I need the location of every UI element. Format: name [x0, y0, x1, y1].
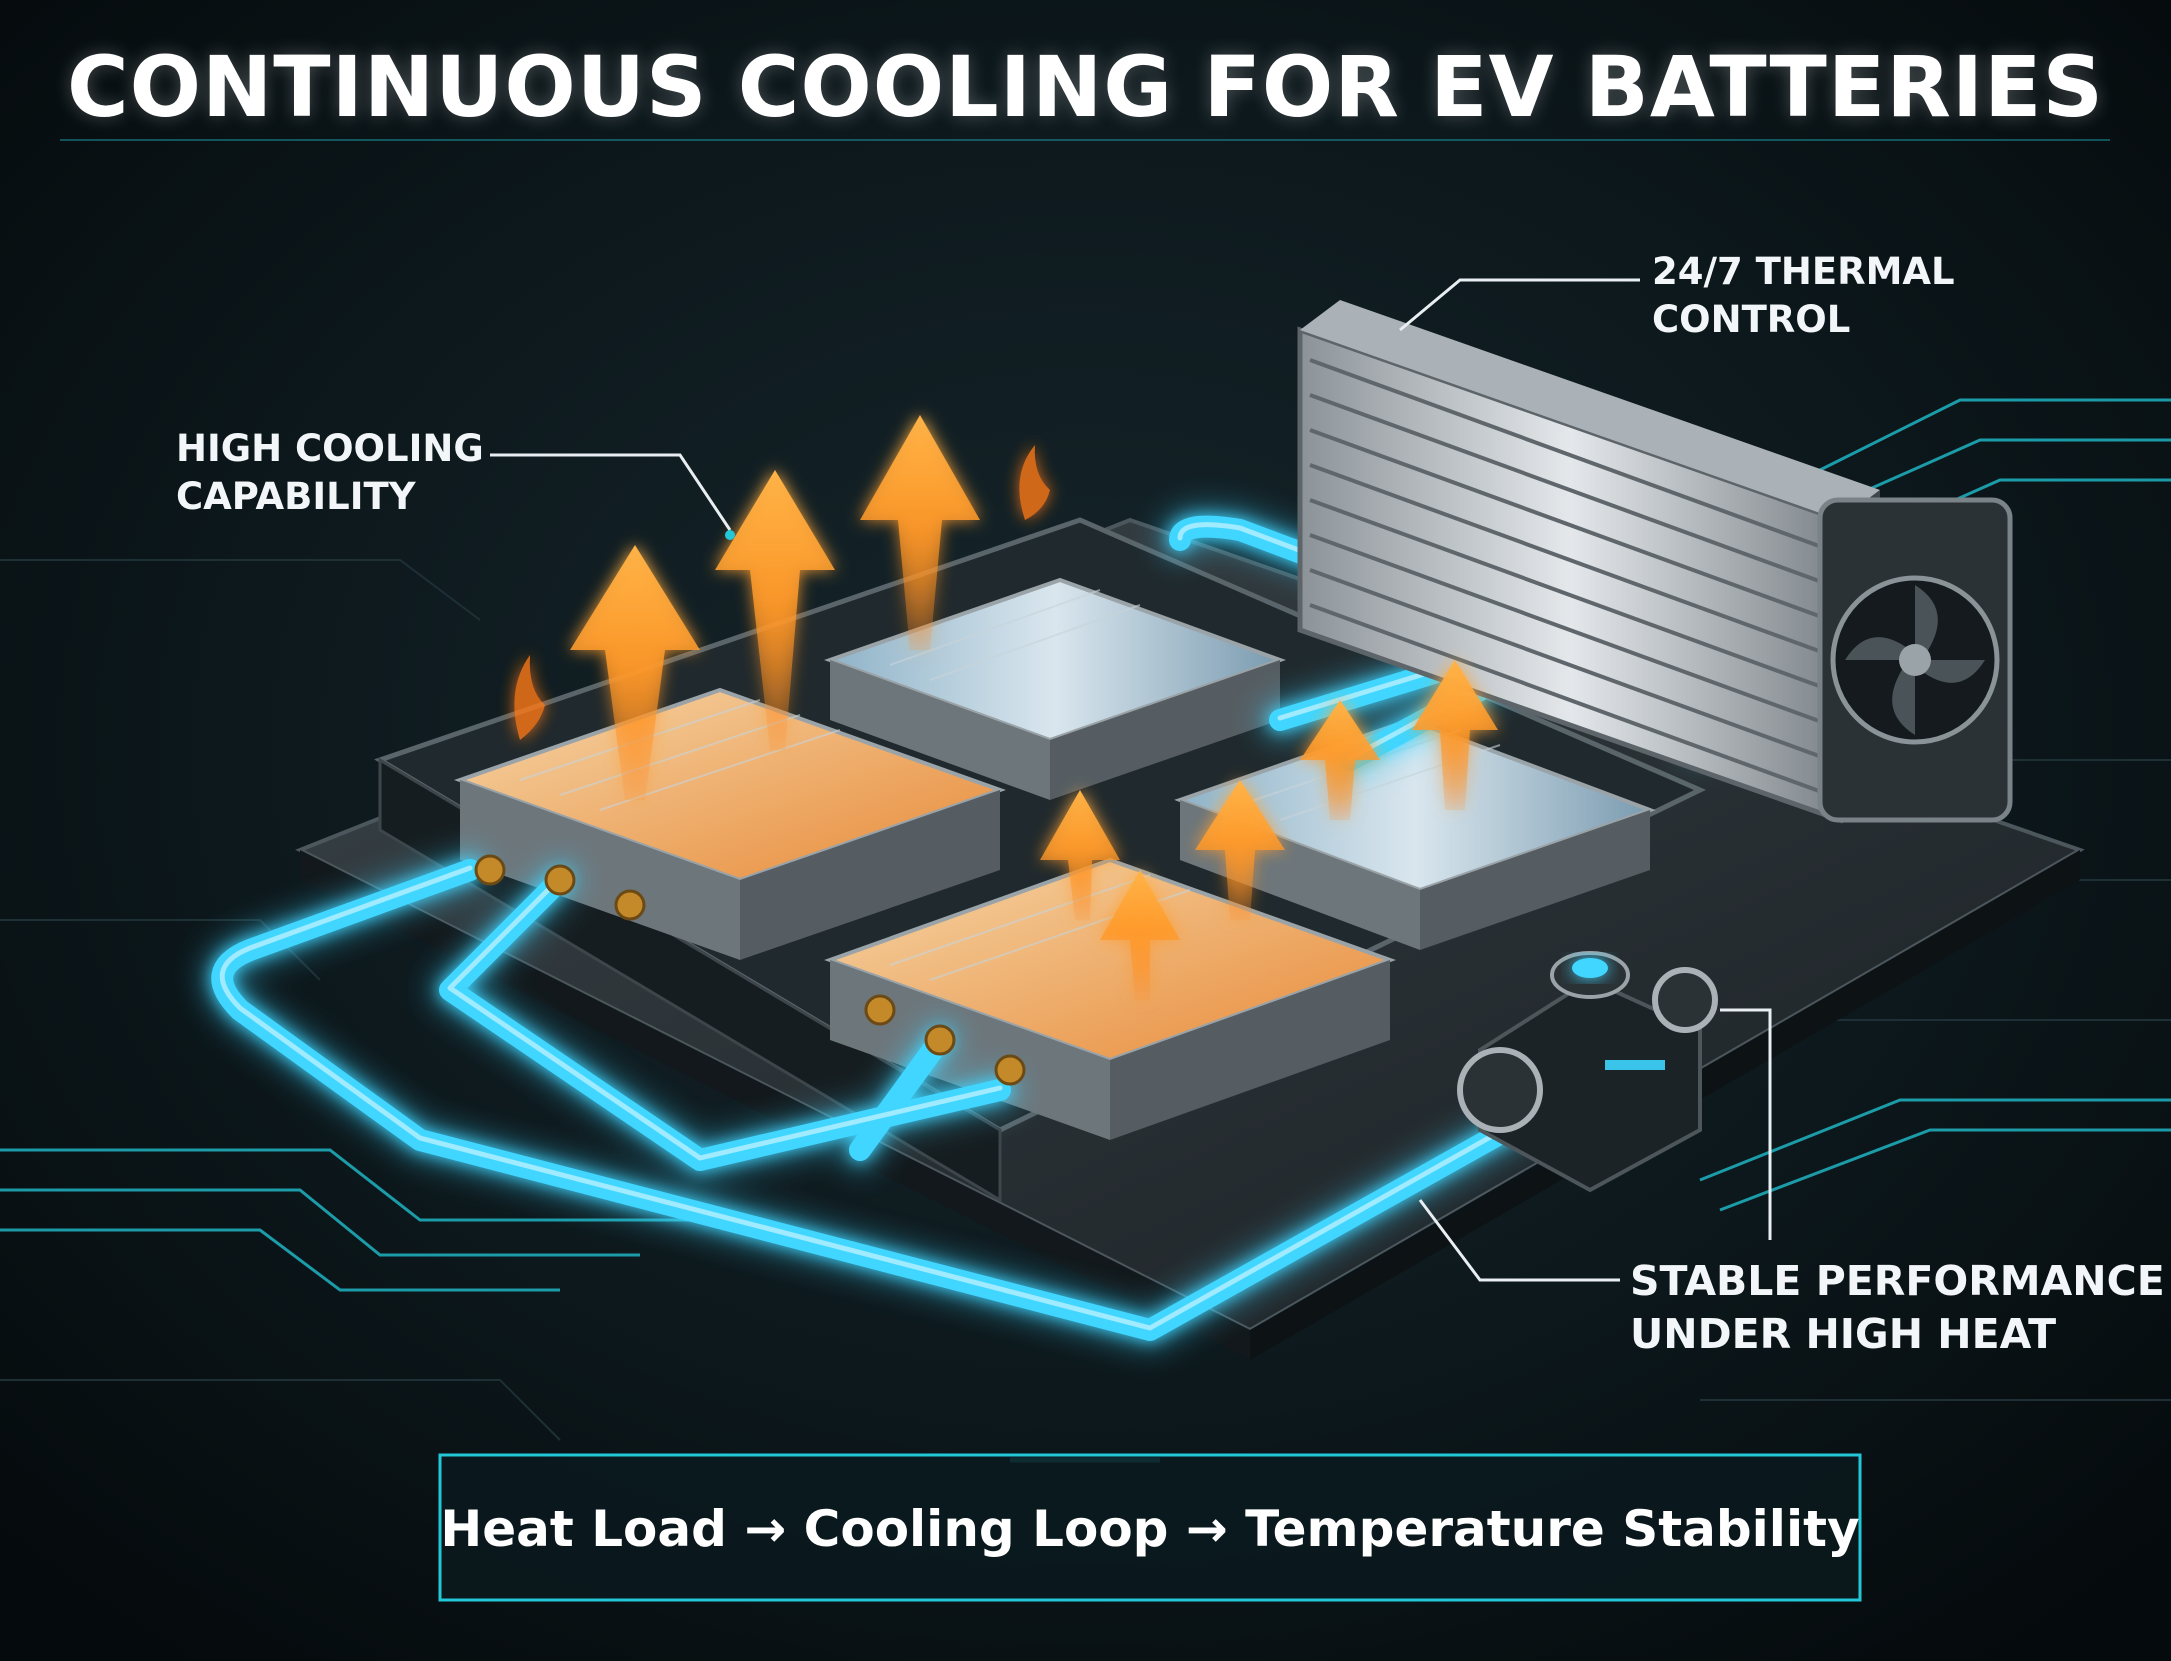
leader-stable-right — [1720, 1008, 1772, 1240]
base-plate-edge — [300, 850, 1250, 1360]
page-title: CONTINUOUS COOLING FOR EV BATTERIES — [66, 38, 2105, 136]
callout-stable-performance: STABLE PERFORMANCE UNDER HIGH HEAT — [1630, 1255, 2165, 1362]
callout-line: CONTROL — [1652, 298, 1851, 342]
battery-module-icon — [824, 577, 1286, 800]
callout-leaders — [490, 278, 1772, 1282]
leader-thermal — [1399, 278, 1640, 332]
callout-high-cooling-capability: HIGH COOLING CAPABILITY — [176, 425, 484, 521]
heat-arrow-icon — [1412, 660, 1498, 810]
flame-icon — [514, 445, 1050, 740]
summary-panel — [438, 1452, 1862, 1602]
pump-icon — [1457, 951, 1718, 1193]
heat-arrow-icon — [1195, 780, 1285, 920]
heat-arrow-icon — [1040, 790, 1120, 920]
leader-stable — [1418, 1199, 1620, 1282]
heat-arrow-icon — [1300, 700, 1380, 820]
summary-flow-text: Heat Load → Cooling Loop → Temperature S… — [440, 1500, 1860, 1558]
callout-line: HIGH COOLING — [176, 427, 484, 470]
heat-arrow-icon — [570, 545, 700, 800]
callout-thermal-control: 24/7 THERMAL CONTROL — [1652, 248, 1955, 344]
battery-module-icon — [453, 687, 1007, 960]
leader-high-cooling — [490, 453, 732, 531]
heat-arrow-icon — [1100, 870, 1180, 1000]
callout-line: STABLE PERFORMANCE — [1630, 1257, 2165, 1305]
heat-arrow-icon — [860, 415, 980, 650]
coolant-tube-branch — [849, 1029, 951, 1161]
heat-arrows — [514, 415, 1498, 1000]
tube-fittings — [474, 854, 1026, 1086]
fan-icon — [1817, 497, 2013, 823]
coolant-loop — [200, 504, 1752, 1352]
callout-line: CAPABILITY — [176, 475, 416, 519]
callout-line: 24/7 THERMAL — [1652, 250, 1955, 293]
heat-arrow-icon — [715, 470, 835, 750]
callout-line: UNDER HIGH HEAT — [1630, 1310, 2057, 1359]
battery-modules — [453, 577, 1656, 1140]
